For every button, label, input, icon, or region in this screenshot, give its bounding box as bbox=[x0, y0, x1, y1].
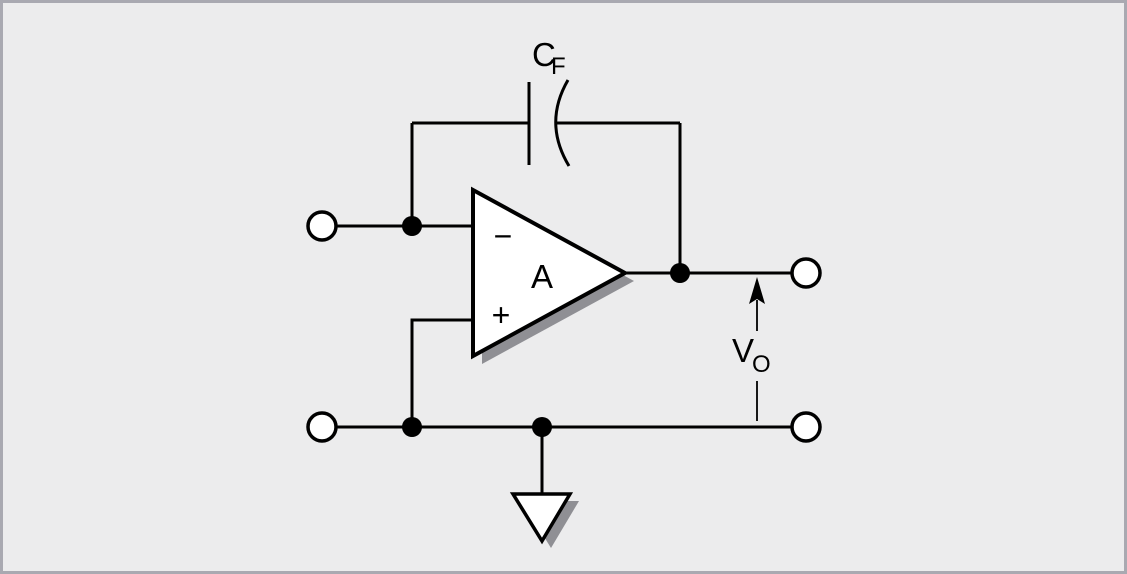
junction-dot-output bbox=[670, 263, 690, 283]
arrow-up-icon bbox=[749, 277, 765, 304]
terminal-output-bottom bbox=[790, 411, 822, 443]
wire-noninverting-input bbox=[410, 318, 473, 427]
terminal-output-top bbox=[790, 257, 822, 289]
terminal-input-top bbox=[306, 210, 338, 242]
ground-symbol bbox=[509, 492, 574, 545]
terminals bbox=[306, 210, 822, 443]
feedback-capacitor bbox=[527, 79, 571, 167]
junction-dot-inverting bbox=[402, 216, 422, 236]
opamp-gain-label: A bbox=[531, 258, 553, 295]
junction-dot-bottom-left bbox=[402, 417, 422, 437]
capacitor-label: C bbox=[532, 36, 556, 73]
opamp-triangle bbox=[471, 186, 630, 360]
terminal-input-bottom bbox=[306, 411, 338, 443]
capacitor-label-subscript: F bbox=[551, 53, 566, 80]
output-voltage-annotation bbox=[749, 277, 765, 421]
output-voltage-label: V bbox=[732, 332, 754, 369]
inverting-input-sign: − bbox=[494, 218, 513, 254]
junction-dots bbox=[402, 216, 690, 437]
output-voltage-label-subscript: O bbox=[752, 351, 771, 378]
noninverting-input-sign: + bbox=[492, 297, 511, 333]
junction-dot-ground bbox=[532, 417, 552, 437]
capacitor-plate-curved bbox=[554, 79, 571, 167]
